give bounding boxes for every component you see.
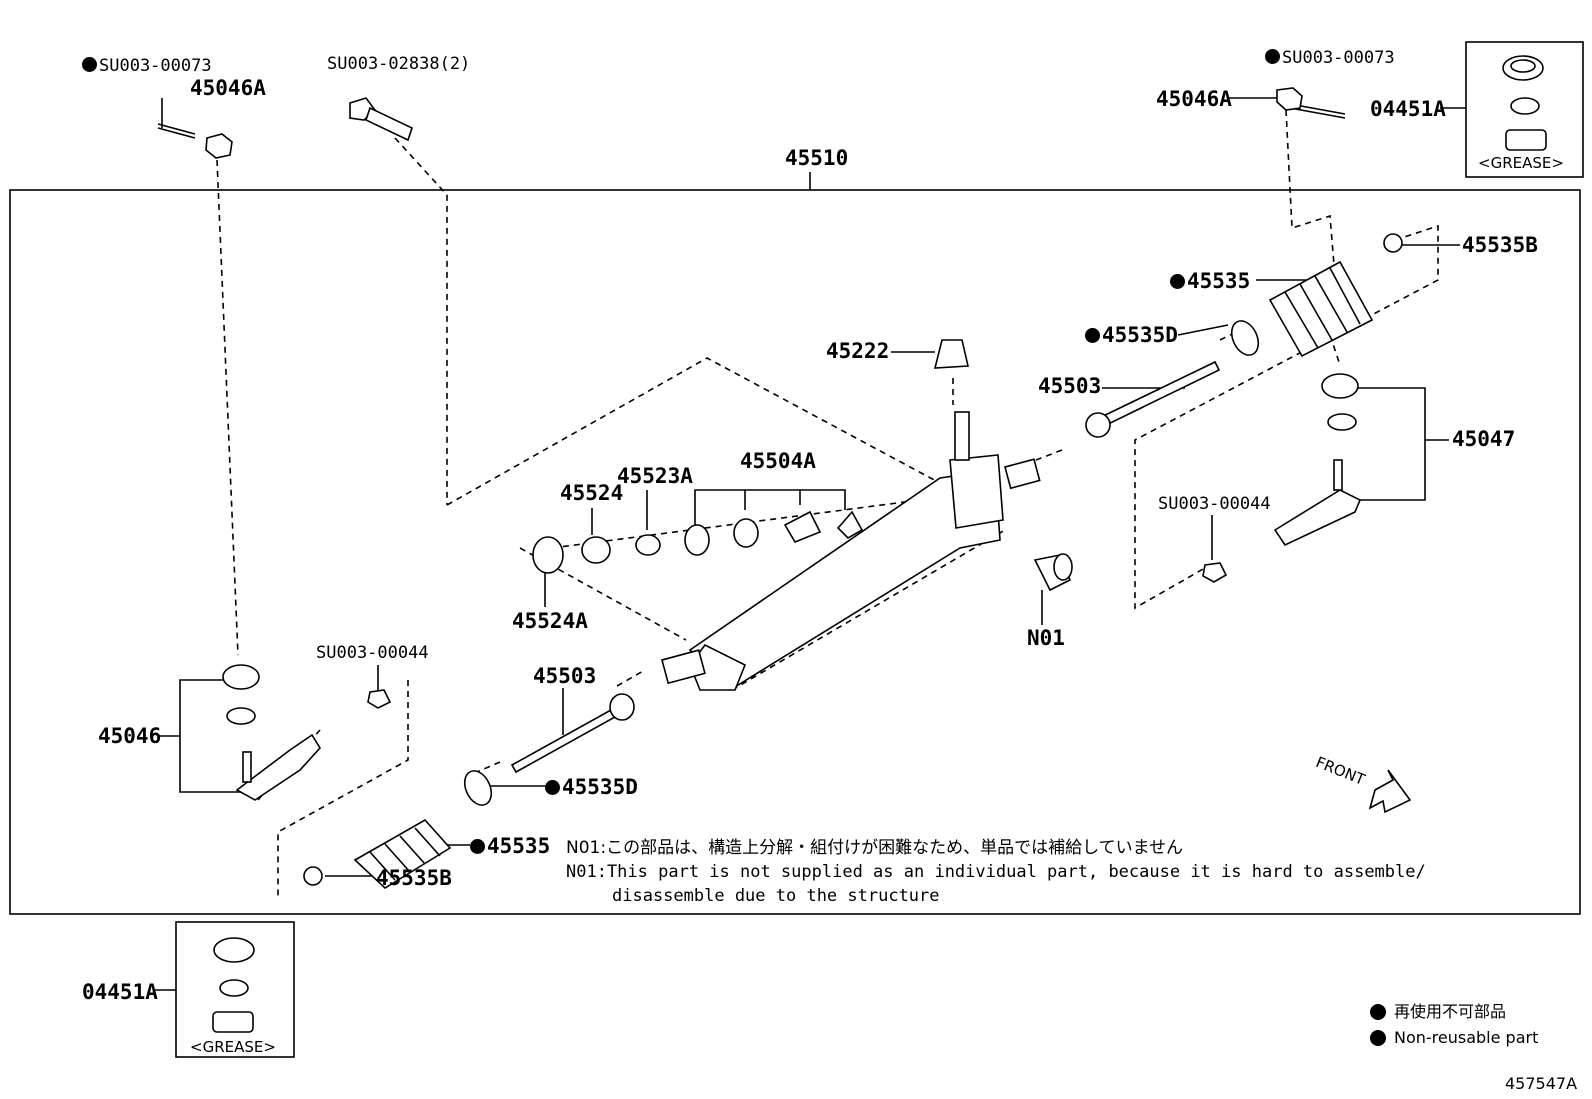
label-45523a: 45523A xyxy=(617,464,693,488)
front-arrow-icon xyxy=(1368,769,1412,814)
label-45535d-right: 45535D xyxy=(1085,324,1178,346)
label-45046: 45046 xyxy=(98,724,162,748)
ring-45504a-1 xyxy=(684,524,710,556)
non-reusable-dot-icon xyxy=(1085,328,1100,343)
nut-su003-00044-left xyxy=(367,689,392,709)
grease-tube-icon-right xyxy=(1505,129,1547,151)
note-n01-jp: N01:この部品は、構造上分解・組付けが困難なため、単品では補給していません xyxy=(566,838,1184,858)
ring-45046 xyxy=(226,707,256,725)
boot-icon-left xyxy=(213,937,255,963)
label-45504a: 45504A xyxy=(740,449,816,473)
castle-nut-left xyxy=(205,133,233,159)
part-45222 xyxy=(933,339,969,369)
grease-label-right: <GREASE> xyxy=(1478,154,1564,172)
label-n01: N01 xyxy=(1027,626,1065,650)
ring-icon-left xyxy=(219,979,249,997)
legend-jp: 再使用不可部品 xyxy=(1394,1002,1507,1021)
part-45524 xyxy=(581,536,611,564)
label-45524a: 45524A xyxy=(512,609,588,633)
boot-45046 xyxy=(222,664,260,690)
part-45504a-3 xyxy=(783,510,822,543)
part-45523a xyxy=(635,534,661,556)
grease-tube-icon-left xyxy=(212,1011,254,1033)
ring-45504a-2 xyxy=(733,518,759,548)
label-45046a-left: 45046A xyxy=(190,76,266,100)
band-45535d-right xyxy=(1230,320,1260,356)
label-45047: 45047 xyxy=(1452,427,1516,451)
part-45504a-4 xyxy=(836,510,864,539)
steering-rack-housing xyxy=(661,411,1041,692)
castle-nut-right xyxy=(1276,87,1303,111)
label-45524: 45524 xyxy=(560,481,624,505)
boot-45535-left xyxy=(353,818,452,890)
label-45535b-left: 45535B xyxy=(376,866,452,890)
boot-45047 xyxy=(1321,373,1359,399)
legend-en: Non-reusable part xyxy=(1394,1028,1539,1047)
label-04451a-left: 04451A xyxy=(82,980,158,1004)
label-04451a-right: 04451A xyxy=(1370,97,1446,121)
boot-45535-right xyxy=(1268,260,1374,358)
label-45535-right: 45535 xyxy=(1170,270,1250,292)
band-45535d-left xyxy=(463,770,493,806)
non-reusable-dot-icon xyxy=(470,839,485,854)
legend-dot-icon xyxy=(1370,1030,1386,1046)
legend-dot-icon xyxy=(1370,1004,1386,1020)
label-45535b-right: 45535B xyxy=(1462,233,1538,257)
label-su003-00044-right: SU003-00044 xyxy=(1158,494,1271,514)
non-reusable-dot-icon xyxy=(545,780,560,795)
label-45535-left: 45535 xyxy=(470,835,550,857)
label-su003-00044-left: SU003-00044 xyxy=(316,643,429,663)
cotter-pin-left xyxy=(157,123,196,139)
ring-45047 xyxy=(1327,413,1357,431)
assembly-frame xyxy=(9,189,1581,915)
grease-label-left: <GREASE> xyxy=(190,1038,276,1056)
clip-45535b-left xyxy=(303,866,323,886)
inner-rod-right xyxy=(1093,360,1221,430)
label-45222: 45222 xyxy=(826,339,890,363)
nut-su003-00044-right xyxy=(1202,562,1228,583)
label-45503-left: 45503 xyxy=(533,664,597,688)
label-su003-00073-right: SU003-00073 xyxy=(1265,47,1395,69)
inner-rod-left xyxy=(510,703,626,774)
label-45503-right: 45503 xyxy=(1038,374,1102,398)
tie-rod-end-right xyxy=(1273,489,1362,547)
tie-rod-end-left xyxy=(235,733,321,801)
note-n01-en-line1: N01:This part is not supplied as an indi… xyxy=(566,862,1426,882)
reference-number: 457547A xyxy=(1505,1074,1578,1093)
label-su003-02838: SU003-02838(2) xyxy=(327,54,471,74)
seal-45524a xyxy=(532,536,564,574)
note-n01-en-line2: disassemble due to the structure xyxy=(612,886,940,906)
label-45046a-right: 45046A xyxy=(1156,87,1232,111)
ring-icon-right xyxy=(1510,97,1540,115)
non-reusable-dot-icon xyxy=(82,57,97,72)
non-reusable-dot-icon xyxy=(1265,49,1280,64)
clip-45535b-right xyxy=(1383,233,1403,253)
label-su003-00073-left: SU003-00073 xyxy=(82,55,212,77)
non-reusable-dot-icon xyxy=(1170,274,1185,289)
grease-kit-box-right xyxy=(1465,41,1584,178)
label-45510: 45510 xyxy=(785,146,849,170)
label-45535d-left: 45535D xyxy=(545,776,638,798)
bolt-su003-02838 xyxy=(349,97,413,142)
